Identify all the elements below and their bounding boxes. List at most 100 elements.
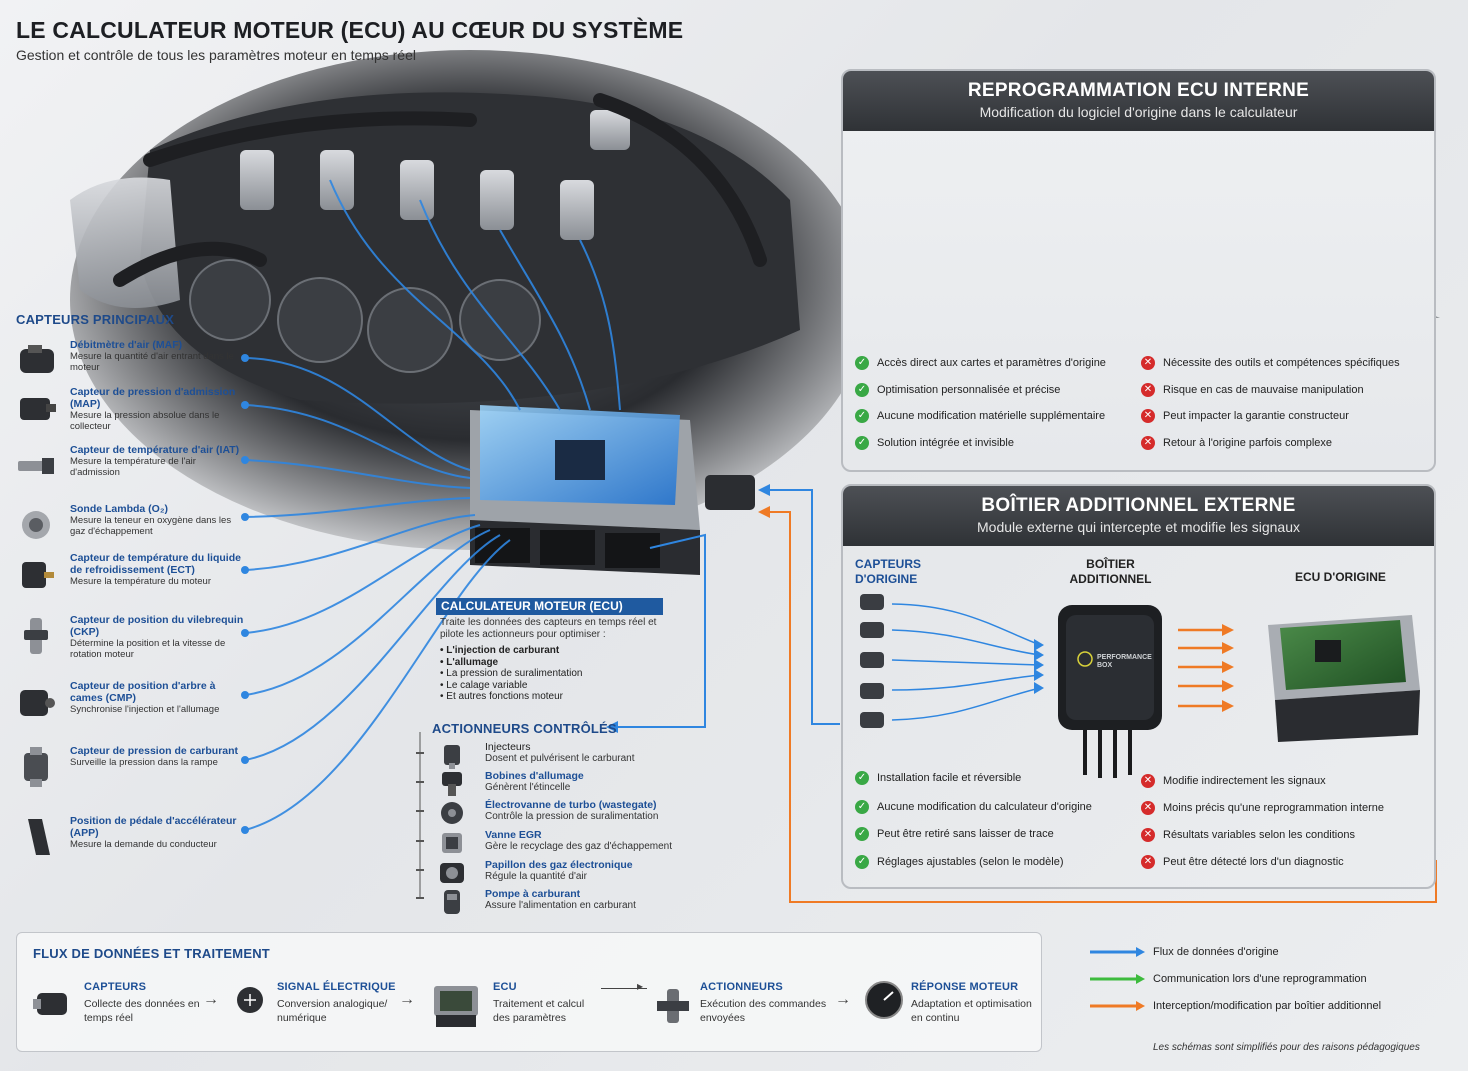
con-item: ✕Peut impacter la garantie constructeur (1141, 408, 1349, 424)
sensor-desc: Détermine la position et la vitesse de r… (70, 638, 226, 660)
actuator-desc: Génèrent l'étincelle (485, 782, 571, 793)
con-item: ✕Peut être détecté lors d'un diagnostic (1141, 854, 1344, 870)
pro-item: ✓ Aucune modification du calculateur d'or… (855, 799, 1092, 815)
panel-header: BOÎTIER ADDITIONNEL EXTERNE Module exter… (843, 486, 1434, 546)
ecu-function: • L'allumage (440, 656, 499, 668)
ckp-sensor-icon (24, 618, 48, 654)
cross-icon: ✕ (1141, 855, 1155, 870)
check-icon: ✓ (855, 800, 869, 815)
actuator-desc: Dosent et pulvérisent le carburant (485, 753, 635, 764)
flow-step-desc: Traitement et calcul des paramètres (493, 998, 585, 1024)
sensor-item: Débitmètre d'air (MAF)Mesure la quantité… (16, 339, 241, 399)
arrow-right-icon: → (399, 991, 415, 1008)
sensor-item: Capteur de pression d'admission (MAP)Mes… (16, 386, 241, 446)
flow-step: SIGNAL ÉLECTRIQUE Conversion analogique/ … (277, 981, 417, 1025)
pro-item: ✓Accès direct aux cartes et paramètres d… (855, 355, 1106, 371)
gauge-icon (865, 981, 903, 1019)
con-text: Risque en cas de mauvaise manipulation (1163, 384, 1364, 396)
sensor-desc: Mesure la quantité d'air entrant dans le… (70, 351, 234, 373)
panel-boitier-additionnel: BOÎTIER ADDITIONNEL EXTERNE Module exter… (841, 484, 1436, 889)
ecu-module (470, 405, 700, 575)
check-icon: ✓ (855, 771, 869, 786)
col-origin-ecu: ECU D'ORIGINE (1295, 570, 1386, 584)
actuator-name: Vanne EGR (485, 829, 542, 841)
pro-item: ✓ Solution intégrée et invisible (855, 435, 1014, 451)
box-brand-1: PERFORMANCE (1097, 654, 1152, 661)
actuator-desc: Assure l'alimentation en carburant (485, 900, 636, 911)
con-text: Résultats variables selon les conditions (1163, 829, 1355, 841)
fuel-pump-icon (444, 890, 460, 914)
sensor-item: Capteur de température d'air (IAT)Mesure… (16, 444, 241, 504)
cross-icon: ✕ (1141, 356, 1155, 371)
box-brand-2: BOX (1097, 662, 1113, 669)
ect-sensor-icon (22, 562, 54, 588)
pro-text: Réglages ajustables (selon le modèle) (877, 856, 1064, 868)
performance-box-illustration (1058, 605, 1162, 778)
con-text: Moins précis qu'une reprogrammation inte… (1163, 802, 1384, 814)
sensor-item: Capteur de température du liquide de ref… (16, 552, 241, 612)
sensor-desc: Surveille la pression dans la rampe (70, 757, 218, 768)
sensors-heading: CAPTEURS PRINCIPAUX (16, 312, 175, 327)
actuator-name: Bobines d'allumage (485, 770, 584, 782)
sensor-name: Capteur de température du liquide de ref… (70, 552, 241, 576)
panel-title: BOÎTIER ADDITIONNEL EXTERNE (981, 495, 1296, 516)
panel-title: REPROGRAMMATION ECU INTERNE (967, 80, 1310, 101)
check-icon: ✓ (855, 383, 869, 398)
flow-step-title: SIGNAL ÉLECTRIQUE (277, 981, 396, 993)
cross-icon: ✕ (1141, 383, 1155, 398)
ecu-label: CALCULATEUR MOTEUR (ECU) (436, 598, 663, 615)
actuator-name: Électrovanne de turbo (wastegate) (485, 799, 657, 811)
con-item: ✕ Risque en cas de mauvaise manipulation (1141, 382, 1364, 398)
accelerator-pedal-icon (28, 819, 50, 855)
pro-text: Aucune modification du calculateur d'ori… (877, 801, 1092, 813)
legend-blue: Flux de données d'origine (1153, 946, 1279, 958)
actuator-name: Injecteurs (485, 741, 531, 753)
check-icon: ✓ (855, 436, 869, 451)
pro-text: Installation facile et réversible (877, 772, 1022, 784)
flow-step-desc: Adaptation et optimisation en continu (911, 998, 1032, 1024)
actuator-icon (657, 989, 689, 1023)
sensor-desc: Mesure la pression absolue dans le colle… (70, 410, 220, 432)
flow-step-desc: Collecte des données en temps réel (84, 998, 200, 1024)
panel-reprogrammation: REPROGRAMMATION ECU INTERNE Modification… (841, 69, 1436, 472)
sensor-name: Débitmètre d'air (MAF) (70, 339, 183, 351)
con-item: ✕Retour à l'origine parfois complexe (1141, 435, 1332, 451)
actuator-item: Pompe à carburant Assure l'alimentation … (436, 888, 696, 918)
actuator-name: Pompe à carburant (485, 888, 581, 900)
ecu-functions: • L'injection de carburant • L'allumage … (440, 645, 582, 703)
pro-text: Solution intégrée et invisible (877, 437, 1014, 449)
sensor-name: Capteur de pression d'admission (MAP) (70, 386, 236, 410)
sensor-desc: Mesure la teneur en oxygène dans les gaz… (70, 515, 232, 537)
map-sensor-icon (20, 398, 56, 420)
iat-sensor-icon (18, 458, 54, 474)
sensor-name: Capteur de pression de carburant (70, 745, 239, 757)
actuator-desc: Gère le recyclage des gaz d'échappement (485, 841, 673, 852)
cross-icon: ✕ (1141, 774, 1155, 789)
cross-icon: ✕ (1141, 409, 1155, 424)
flow-step: CAPTEURS Collecte des données en temps ré… (84, 981, 204, 1025)
con-text: Modifie indirectement les signaux (1163, 775, 1326, 787)
ecu-function: • L'injection de carburant (440, 645, 560, 656)
sensor-item: Capteur de position du vilebrequin (CKP)… (16, 614, 243, 674)
pro-item: ✓Aucune modification matérielle suppléme… (855, 408, 1105, 424)
actuator-item: Bobines d'allumage Génèrent l'étincelle (436, 770, 696, 800)
con-item: ✕ Modifie indirectement les signaux (1141, 773, 1326, 789)
flow-step-desc: Conversion analogique/ numérique (277, 998, 388, 1024)
col-origin-sensors: CAPTEURS D'ORIGINE (855, 557, 922, 586)
ecu-function: • La pression de suralimentation (440, 668, 583, 680)
panel-header: REPROGRAMMATION ECU INTERNE Modification… (843, 71, 1434, 131)
cmp-sensor-icon (20, 690, 55, 716)
pro-item: ✓Réglages ajustables (selon le modèle) (855, 854, 1064, 870)
con-item: ✕Résultats variables selon les condition… (1141, 827, 1355, 843)
legend-orange: Interception/modification par boîtier ad… (1153, 1000, 1382, 1012)
panel-subtitle: Module externe qui intercepte et modifie… (977, 519, 1300, 535)
sensor-desc: Mesure la demande du conducteur (70, 839, 217, 850)
flow-step-title: CAPTEURS (84, 981, 147, 993)
actuator-desc: Régule la quantité d'air (485, 871, 587, 882)
pro-text: Accès direct aux cartes et paramètres d'… (877, 357, 1106, 369)
cross-icon: ✕ (1141, 801, 1155, 816)
